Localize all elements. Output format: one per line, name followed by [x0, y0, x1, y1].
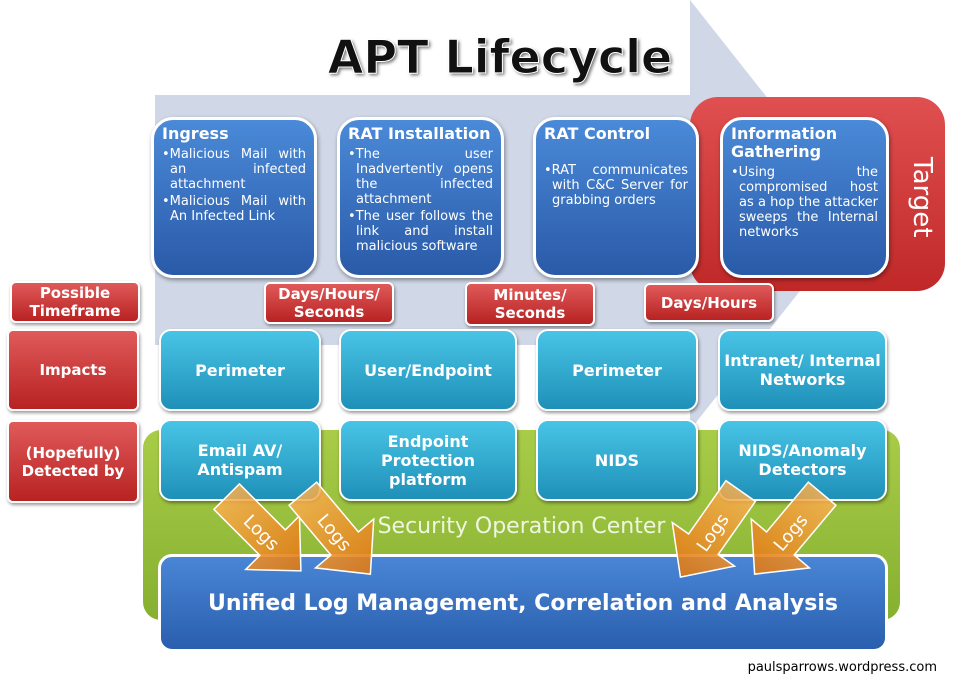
phase-rat-control: RAT Control RAT communicates with C&C Se…	[533, 117, 699, 278]
timeframe-3: Days/Hours	[644, 283, 774, 322]
detector-2: Endpoint Protection platform	[339, 419, 517, 501]
timeframe-1: Days/Hours/ Seconds	[264, 282, 394, 324]
footer-credit: paulsparrows.wordpress.com	[747, 660, 937, 675]
phase-title: RAT Installation	[348, 124, 491, 143]
row-label-timeframe: Possible Timeframe	[10, 281, 140, 323]
unified-log-management: Unified Log Management, Correlation and …	[158, 554, 888, 652]
phase-bullet: Malicious Mail with an infected attachme…	[162, 147, 306, 192]
phase-information-gathering: Information Gathering Using the compromi…	[720, 117, 889, 278]
soc-label: Security Operation Center	[377, 514, 666, 539]
target-label: Target	[907, 157, 937, 238]
phase-bullet: RAT communicates with C&C Server for gra…	[544, 163, 688, 208]
phase-bullet: Malicious Mail with An Infected Link	[162, 194, 306, 224]
impact-2: User/Endpoint	[339, 329, 517, 411]
phase-bullet: The user follows the link and install ma…	[348, 209, 493, 254]
impact-4: Intranet/ Internal Networks	[718, 329, 887, 411]
row-label-detected: (Hopefully) Detected by	[7, 420, 139, 503]
row-label-impacts: Impacts	[7, 329, 139, 411]
phase-rat-installation: RAT Installation The user Inadvertently …	[337, 117, 504, 278]
phase-bullet: The user Inadvertently opens the infecte…	[348, 147, 493, 207]
phase-title: Information Gathering	[731, 124, 838, 161]
page-title: APT Lifecycle	[327, 30, 673, 85]
phase-bullet: Using the compromised host as a hop the …	[731, 165, 878, 240]
phase-title: RAT Control	[544, 124, 651, 143]
phase-ingress: Ingress Malicious Mail with an infected …	[151, 117, 317, 278]
detector-1: Email AV/ Antispam	[159, 419, 321, 501]
timeframe-2: Minutes/ Seconds	[465, 282, 595, 326]
impact-3: Perimeter	[536, 329, 698, 411]
impact-1: Perimeter	[159, 329, 321, 411]
detector-4: NIDS/Anomaly Detectors	[718, 419, 887, 501]
detector-3: NIDS	[536, 419, 698, 501]
phase-title: Ingress	[162, 124, 229, 143]
